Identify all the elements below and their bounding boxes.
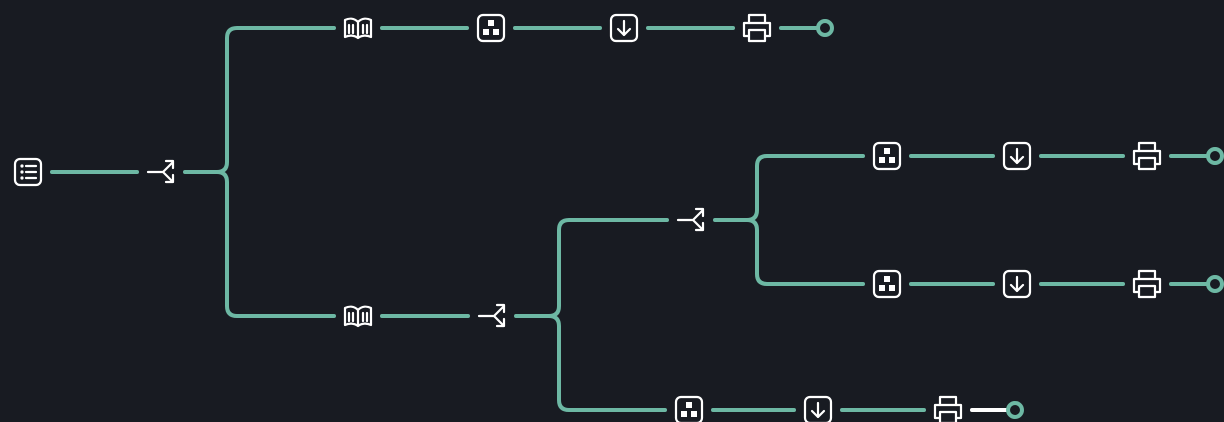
blocks-icon[interactable] xyxy=(473,10,509,46)
split-icon[interactable] xyxy=(474,298,510,334)
book-open-icon[interactable] xyxy=(340,298,376,334)
end-node-icon[interactable] xyxy=(1197,138,1224,174)
edges-layer xyxy=(50,26,1210,412)
bracket-main xyxy=(183,26,336,318)
bracket-tertiary xyxy=(713,154,865,286)
end-node-icon[interactable] xyxy=(807,10,843,46)
blocks-icon[interactable] xyxy=(869,138,905,174)
end-node-icon[interactable] xyxy=(1197,266,1224,302)
download-icon[interactable] xyxy=(999,138,1035,174)
printer-icon[interactable] xyxy=(739,10,775,46)
list-icon[interactable] xyxy=(10,154,46,190)
book-open-icon[interactable] xyxy=(340,10,376,46)
end-node-icon[interactable] xyxy=(997,392,1033,422)
nodes-layer xyxy=(10,10,1224,422)
download-icon[interactable] xyxy=(800,392,836,422)
blocks-icon[interactable] xyxy=(869,266,905,302)
blocks-icon[interactable] xyxy=(671,392,707,422)
split-icon[interactable] xyxy=(143,154,179,190)
printer-icon[interactable] xyxy=(1129,138,1165,174)
printer-icon[interactable] xyxy=(1129,266,1165,302)
download-icon[interactable] xyxy=(606,10,642,46)
bracket-secondary xyxy=(514,218,669,412)
printer-icon[interactable] xyxy=(930,392,966,422)
split-icon[interactable] xyxy=(673,202,709,238)
download-icon[interactable] xyxy=(999,266,1035,302)
